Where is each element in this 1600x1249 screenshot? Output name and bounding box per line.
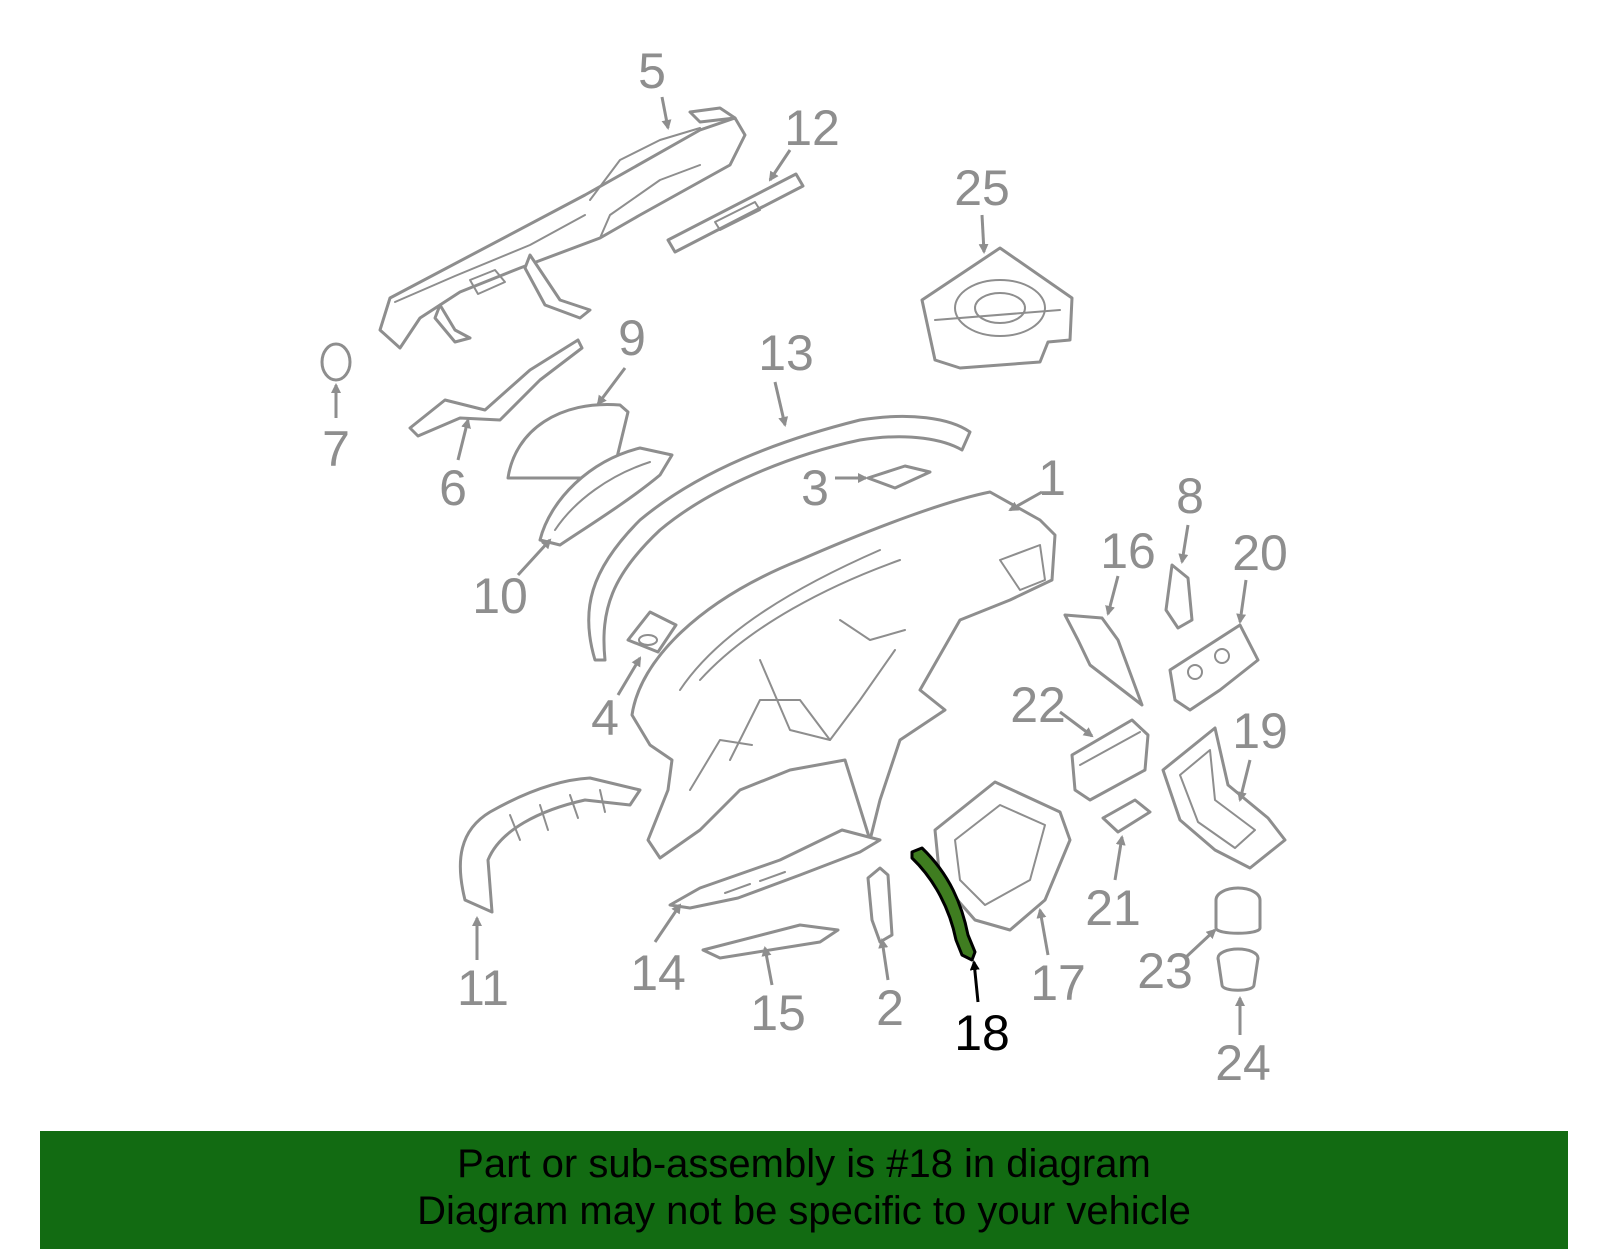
callout-19-label: 19 bbox=[1232, 703, 1288, 759]
part-13-trim-strip bbox=[587, 414, 972, 662]
callout-16-label: 16 bbox=[1100, 523, 1156, 579]
callout-24-label: 24 bbox=[1215, 1035, 1271, 1091]
part-11 bbox=[458, 776, 642, 914]
callout-20-label: 20 bbox=[1232, 525, 1288, 581]
callout-3-label: 3 bbox=[801, 460, 829, 516]
part-24 bbox=[1216, 947, 1260, 992]
callout-7-label: 7 bbox=[322, 421, 350, 477]
callout-18-label: 18 bbox=[954, 1005, 1010, 1061]
banner-line-part-info: Part or sub-assembly is #18 in diagram bbox=[457, 1142, 1151, 1186]
part-7-ring bbox=[320, 342, 352, 382]
part-18-highlighted bbox=[910, 846, 977, 962]
part-15 bbox=[701, 923, 840, 960]
part-17-center-bezel bbox=[933, 780, 1072, 932]
callout-5-label: 5 bbox=[638, 43, 666, 99]
banner-line-disclaimer: Diagram may not be specific to your vehi… bbox=[417, 1189, 1191, 1233]
callout-8-label: 8 bbox=[1176, 468, 1204, 524]
part-25 bbox=[920, 246, 1074, 370]
callout-14-label: 14 bbox=[630, 945, 686, 1001]
callout-10-label: 10 bbox=[472, 568, 528, 624]
part-21 bbox=[1101, 798, 1152, 834]
part-14 bbox=[668, 828, 882, 910]
info-banner: Part or sub-assembly is #18 in diagram D… bbox=[40, 1131, 1568, 1249]
part-1-instrument-panel bbox=[630, 490, 1057, 860]
part-22 bbox=[1070, 718, 1150, 802]
callout-4-label: 4 bbox=[591, 690, 619, 746]
callout-12-label: 12 bbox=[784, 100, 840, 156]
callout-9-label: 9 bbox=[618, 310, 646, 366]
callout-15-label: 15 bbox=[750, 985, 806, 1041]
callout-2-label: 2 bbox=[876, 980, 904, 1036]
part-12 bbox=[666, 172, 805, 254]
callout-23-label: 23 bbox=[1137, 943, 1193, 999]
part-5-cross-car-beam bbox=[378, 106, 747, 350]
callout-22-label: 22 bbox=[1010, 677, 1066, 733]
part-20 bbox=[1168, 623, 1260, 712]
part-23 bbox=[1214, 886, 1262, 935]
part-2 bbox=[866, 866, 894, 944]
callout-25-label: 25 bbox=[954, 160, 1010, 216]
part-19 bbox=[1161, 726, 1287, 870]
callout-6-label: 6 bbox=[439, 460, 467, 516]
part-4 bbox=[626, 610, 678, 654]
callout-11-label: 11 bbox=[457, 960, 509, 1016]
callout-1-label: 1 bbox=[1038, 450, 1066, 506]
part-8 bbox=[1164, 563, 1194, 630]
part-3 bbox=[866, 464, 932, 490]
part-9-cluster-lens bbox=[506, 402, 630, 480]
parts-diagram: 5 12 25 7 6 9 10 13 3 bbox=[320, 43, 1288, 1091]
callout-17-label: 17 bbox=[1030, 955, 1086, 1011]
part-10-cluster-bezel bbox=[538, 446, 674, 547]
part-6 bbox=[408, 338, 584, 438]
part-16 bbox=[1063, 613, 1144, 707]
callout-13-label: 13 bbox=[758, 325, 814, 381]
callout-21-label: 21 bbox=[1085, 880, 1141, 936]
